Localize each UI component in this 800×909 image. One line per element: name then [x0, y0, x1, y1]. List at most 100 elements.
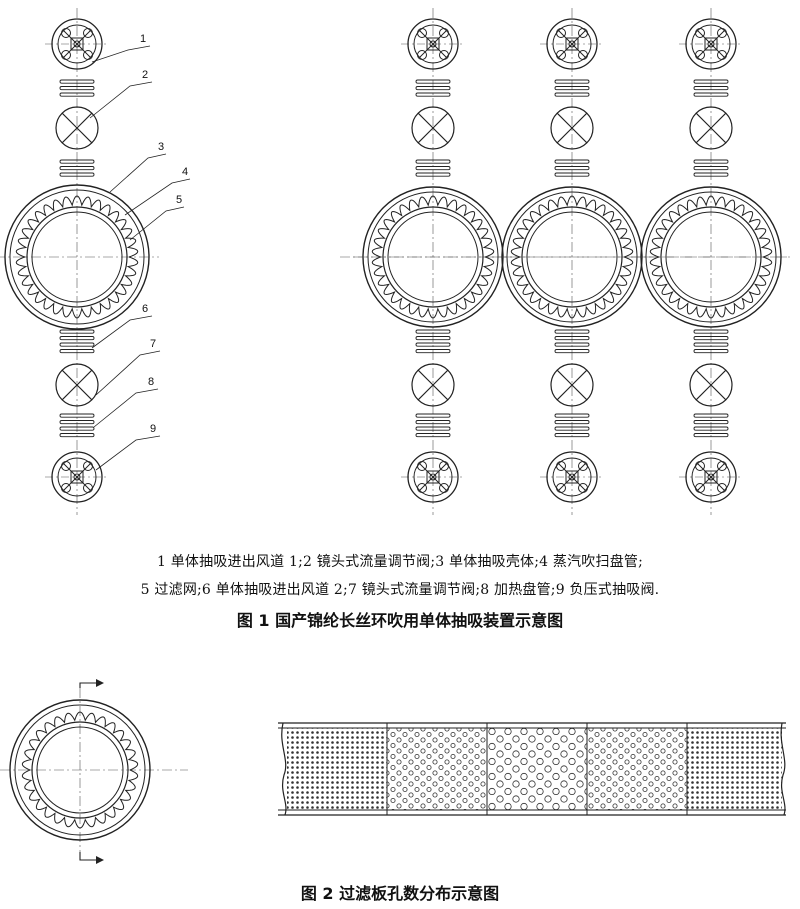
- suction-valve-spoke: [432, 43, 448, 59]
- suction-valve-spoke: [696, 462, 712, 478]
- bellows-rib: [415, 92, 451, 97]
- bellows-rib: [554, 172, 590, 177]
- bellows-rib: [693, 159, 729, 164]
- suction-valve-bolt: [578, 483, 588, 493]
- section-arrow: [79, 852, 96, 861]
- callout-leader: [129, 206, 185, 241]
- callout-number: 2: [142, 69, 148, 81]
- bellows-rib: [554, 329, 590, 334]
- suction-valve-bolt: [717, 483, 727, 493]
- bellows-rib: [415, 413, 451, 418]
- suction-valve-bolt: [417, 461, 427, 471]
- bellows-rib: [415, 79, 451, 84]
- strip-left-break: [281, 722, 287, 816]
- suction-valve-bolt: [695, 50, 705, 60]
- strip-zone-dense-right: [687, 728, 782, 810]
- bellows-rib: [59, 166, 95, 171]
- suction-valve-bolt: [439, 483, 449, 493]
- bellows-rib: [693, 92, 729, 97]
- suction-valve-spoke: [557, 43, 573, 59]
- suction-valve-hub: [707, 40, 715, 48]
- flow-valve-body: [411, 363, 455, 407]
- suction-valve-inner-ring: [552, 24, 592, 64]
- suction-valve-bolt: [556, 483, 566, 493]
- flow-valve-body: [411, 106, 455, 150]
- suction-valve-inner-ring: [57, 24, 97, 64]
- suction-valve-hub: [73, 40, 81, 48]
- suction-valve-spoke: [571, 462, 587, 478]
- suction-valve-spoke: [76, 476, 92, 492]
- section-arrowhead: [96, 856, 104, 864]
- bellows-rib: [415, 172, 451, 177]
- suction-valve-outer-ring: [51, 18, 103, 70]
- bellows-rib: [415, 342, 451, 347]
- suction-valve-spoke: [418, 462, 434, 478]
- suction-valve-spoke: [62, 462, 78, 478]
- suction-valve-spoke: [76, 29, 92, 45]
- flow-valve-blade: [61, 369, 93, 401]
- suction-valve-core: [704, 37, 718, 51]
- steam-purge-coil: [21, 711, 139, 829]
- callout-number: 8: [148, 376, 154, 388]
- suction-valve-bolt: [417, 50, 427, 60]
- suction-valve-outer-ring: [407, 451, 459, 503]
- suction-valve-spoke: [571, 476, 587, 492]
- bellows-rib: [415, 336, 451, 341]
- suction-valve-inner-ring: [691, 24, 731, 64]
- callout-leader: [95, 435, 161, 471]
- bellows-rib: [59, 413, 95, 418]
- suction-valve-outer-ring: [685, 18, 737, 70]
- suction-valve-bolt: [578, 50, 588, 60]
- suction-housing-outer: [4, 184, 150, 330]
- callout-number: 4: [182, 166, 188, 178]
- suction-valve-bolt: [61, 28, 71, 38]
- filter-screen-inner: [31, 211, 123, 303]
- bellows-rib: [415, 159, 451, 164]
- suction-valve-bolt: [61, 50, 71, 60]
- callout-leader: [95, 350, 161, 396]
- suction-valve-spoke: [696, 29, 712, 45]
- bellows-rib: [59, 433, 95, 438]
- suction-valve-bolt: [417, 28, 427, 38]
- suction-valve-spoke: [418, 476, 434, 492]
- flow-valve-body: [689, 363, 733, 407]
- suction-valve-hub: [568, 40, 576, 48]
- suction-valve-spoke: [710, 476, 726, 492]
- suction-valve-spoke: [418, 29, 434, 45]
- suction-valve-bolt: [439, 461, 449, 471]
- callout-number: 5: [176, 194, 182, 206]
- suction-valve-outer-ring: [685, 451, 737, 503]
- suction-valve-inner-ring: [552, 457, 592, 497]
- strip-zone-large-holes: [487, 728, 587, 810]
- callout-leader: [91, 315, 153, 349]
- bellows-rib: [554, 420, 590, 425]
- suction-valve-bolt: [556, 50, 566, 60]
- suction-valve-bolt: [695, 461, 705, 471]
- figure2-caption: 图 2 过滤板孔数分布示意图: [300, 884, 500, 903]
- suction-valve-core: [70, 470, 84, 484]
- suction-valve-bolt: [717, 28, 727, 38]
- bellows-rib: [415, 426, 451, 431]
- suction-valve-spoke: [76, 462, 92, 478]
- bellows-rib: [554, 342, 590, 347]
- suction-valve-spoke: [62, 29, 78, 45]
- suction-valve-bolt: [556, 461, 566, 471]
- flow-valve-body: [55, 363, 99, 407]
- suction-valve-hub: [73, 473, 81, 481]
- suction-valve-spoke: [557, 476, 573, 492]
- filter-ring-section: [0, 679, 188, 864]
- suction-valve-bolt: [695, 483, 705, 493]
- figure1-caption: 图 1 国产锦纶长丝环吹用单体抽吸装置示意图: [236, 611, 564, 630]
- suction-valve-core: [565, 470, 579, 484]
- bellows-rib: [554, 92, 590, 97]
- bellows-rib: [554, 349, 590, 354]
- bellows-rib: [693, 86, 729, 91]
- bellows-rib: [693, 336, 729, 341]
- bellows-rib: [59, 349, 95, 354]
- suction-valve-bolt: [61, 483, 71, 493]
- suction-valve-bolt: [83, 461, 93, 471]
- bellows-rib: [59, 329, 95, 334]
- bellows-rib: [59, 342, 95, 347]
- filter-screen: [26, 206, 128, 308]
